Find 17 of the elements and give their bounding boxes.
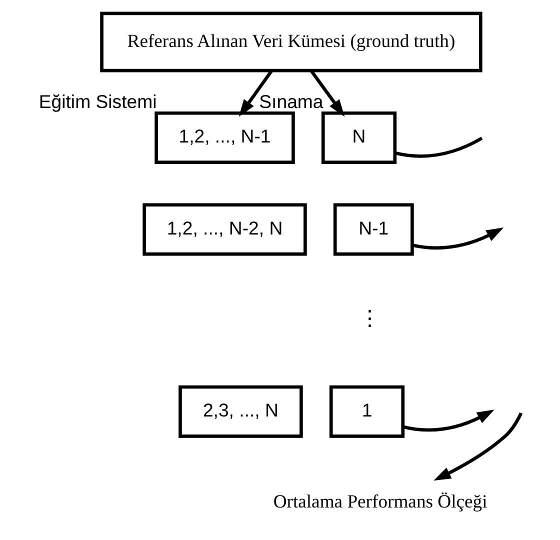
arrow	[238, 70, 272, 117]
node-box: Referans Alınan Veri Kümesi (ground truth)	[100, 12, 482, 72]
label: ⋮	[358, 306, 380, 331]
node-box: 2,3, ..., N	[178, 385, 302, 438]
node-box: 1	[328, 385, 404, 438]
node-box: N	[320, 111, 396, 164]
arrow	[412, 227, 504, 250]
node-box: N-1	[332, 203, 414, 256]
arrow	[309, 70, 344, 117]
node-box: 1,2, ..., N-2, N	[142, 203, 306, 256]
node-box: 1,2, ..., N-1	[154, 111, 294, 164]
connector	[394, 136, 482, 158]
node-label: Eğitim Sistemi	[38, 91, 156, 112]
node-text: Ortalama Performans Ölçeği	[272, 492, 487, 513]
node-label: Sınama	[258, 91, 323, 112]
arrow	[433, 412, 522, 481]
arrow	[402, 410, 494, 432]
